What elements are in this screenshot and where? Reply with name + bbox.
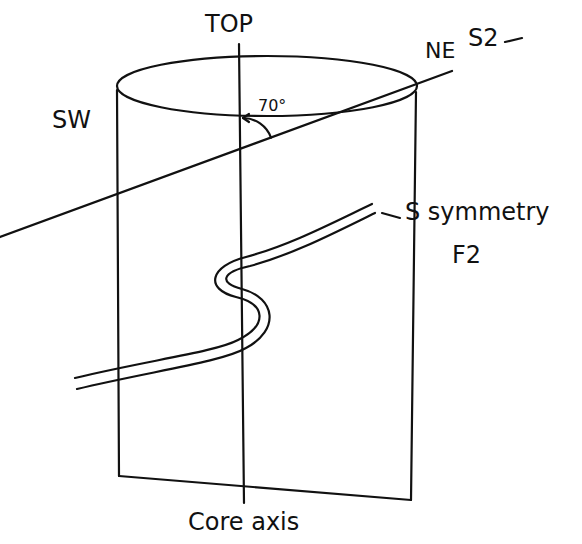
core-axis-line	[239, 44, 244, 503]
fold-layer-lower	[77, 213, 375, 389]
top-label: TOP	[205, 12, 253, 36]
s2-plane-line	[0, 71, 452, 237]
angle-arrow	[243, 114, 249, 122]
core-bottom-edge	[119, 476, 411, 500]
direction-label: SW	[52, 108, 91, 132]
core-side-right	[411, 92, 416, 500]
angle-label: 70°	[258, 98, 286, 114]
axis-label: Core axis	[188, 510, 299, 534]
fold-layer-upper	[75, 204, 372, 378]
leader-dash	[382, 213, 400, 218]
core-side-left	[117, 90, 119, 476]
leader-dash	[505, 38, 522, 42]
fold-label: F2	[452, 243, 481, 267]
core-top-ellipse	[117, 56, 417, 116]
fold-label: S symmetry	[405, 200, 550, 224]
direction-label: NE	[425, 40, 455, 62]
fabric-label: S2	[468, 26, 499, 50]
